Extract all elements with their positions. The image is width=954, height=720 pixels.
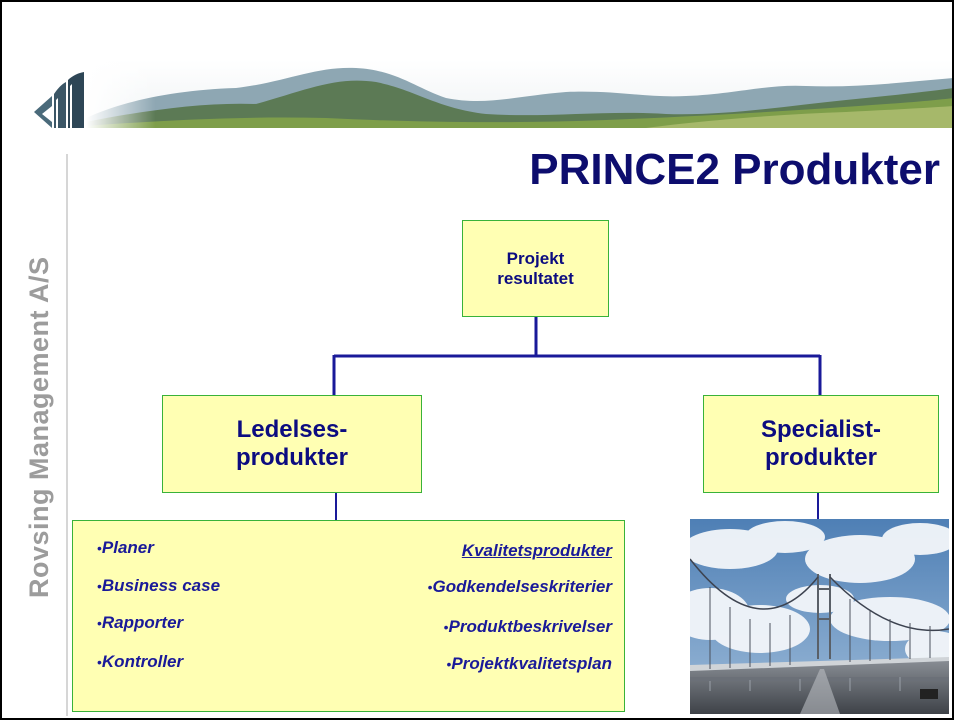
list-item: •Produktbeskrivelser	[443, 617, 612, 636]
node-ledelsesprodukter: Ledelses- produkter	[162, 395, 422, 493]
landscape-banner-image	[86, 60, 952, 128]
list-item: •Projektkvalitetsplan	[446, 654, 612, 673]
list-item: •Godkendelseskriterier	[427, 577, 612, 596]
company-logo-icon	[34, 72, 84, 128]
node-label-line1: Specialist-	[760, 416, 882, 443]
list-item: •Planer	[97, 538, 154, 557]
node-projekt-resultatet: Projekt resultatet	[462, 220, 609, 317]
node-label-line2: resultatet	[497, 268, 574, 288]
node-label-line1: Ledelses-	[236, 416, 348, 443]
list-item: •Business case	[97, 576, 221, 595]
list-item: •Kontroller	[97, 652, 184, 671]
bridge-photo-image	[690, 519, 949, 714]
node-label-line1: Projekt	[506, 248, 565, 268]
node-label-line2: produkter	[235, 444, 348, 471]
quality-products-heading: Kvalitetsprodukter	[461, 541, 612, 560]
list-item: •Rapporter	[97, 613, 184, 632]
company-name-vertical: Rovsing Management A/S	[24, 256, 54, 598]
node-label-line2: produkter	[764, 444, 877, 471]
management-products-list: •Planer •Business case •Rapporter •Kontr…	[72, 520, 625, 712]
side-divider	[66, 154, 68, 716]
page-title: PRINCE2 Produkter	[529, 145, 940, 194]
node-specialistprodukter: Specialist- produkter	[703, 395, 939, 493]
